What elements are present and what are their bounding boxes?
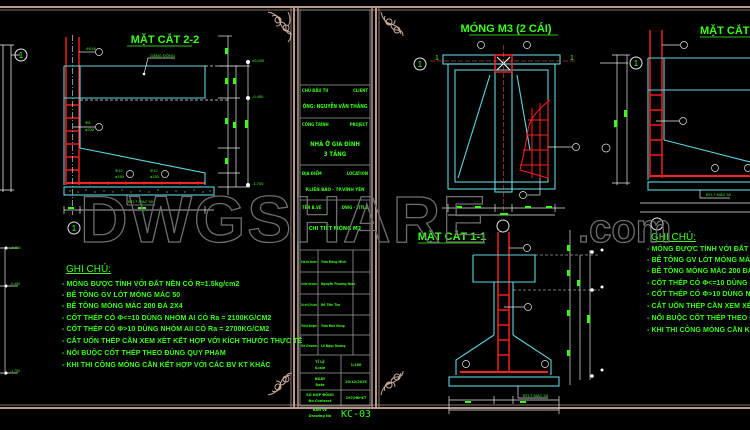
section-1-1-outline <box>448 254 560 387</box>
svg-text:BTLT MÁC 50: BTLT MÁC 50 <box>706 192 732 197</box>
project-label-en: PROJECT <box>350 122 369 127</box>
note-line: - CỐT THÉP CÓ Φ>10 DÙNG NHÓM AII CÓ Ra =… <box>62 323 269 333</box>
notes-title: GHI CHÚ: <box>66 262 111 275</box>
section-2-2-title: MẶT CẮT 2-2 <box>131 33 199 46</box>
staff-role: Chủ trì KS Pr.Archi <box>301 303 317 307</box>
sheet-frames <box>0 6 750 409</box>
location-label-en: LOCATION <box>347 171 368 176</box>
note-line: - MÓNG ĐƯỢC TÍNH VỚI ĐẤT NỀN CÓ R=1.5kg/… <box>62 278 239 288</box>
note-line: - MÓNG ĐƯỢC TÍNH VỚI ĐẤT NỀN CÓ R=1.5kg/… <box>647 243 750 253</box>
location-label-vn: ĐỊA ĐIỂM <box>302 171 322 176</box>
section-marker-right: 1 <box>570 55 574 62</box>
svg-text:Φ6: Φ6 <box>85 120 91 125</box>
left-sheet: 1 MẶT CẮT 2-2 <box>0 33 303 375</box>
svg-text:-1.700: -1.700 <box>10 369 20 373</box>
note-line: - CỐT THÉP CÓ Φ<=10 DÙNG NHÓM AI CÓ Ra =… <box>647 277 750 287</box>
elevation-mid: -0.450 <box>252 94 264 99</box>
client-label-en: CLIENT <box>353 88 368 93</box>
plan-title: MÓNG M3 (2 CÁI) <box>460 22 551 35</box>
staff-role: Giám đốc Director <box>301 260 317 264</box>
note-line: - NỐI BUỘC CỐT THÉP THEO ĐÚNG QUY PHẠM <box>62 347 226 357</box>
scale-label-en: Scale <box>315 365 326 370</box>
drawing-no-label: BẢN VẼ <box>313 407 328 412</box>
svg-text:Φ12: Φ12 <box>150 168 158 173</box>
note-line: - CẮT UỐN THÉP CẦN XEM XÉT KẾT HỢP VỚI K… <box>62 335 303 345</box>
staff-name: Đỗ Tiến Thu <box>321 302 340 307</box>
svg-text:4Φ16: 4Φ16 <box>86 46 97 51</box>
staff-role: Vẽ Drawn <box>301 344 317 348</box>
client-label-vn: CHỦ ĐẦU TƯ <box>302 88 329 93</box>
svg-text:a150: a150 <box>150 174 160 179</box>
note-line: - CẮT UỐN THÉP CẦN XEM XÉT KẾT HỢP VỚI K… <box>647 300 750 310</box>
svg-text:-0.450: -0.450 <box>10 282 20 286</box>
note-line: - KHI THI CÔNG MÓNG CẦN KẾT HỢP VỚI CÁC … <box>62 359 271 369</box>
dwg-title-label-vn: TÊN B.VẼ <box>302 205 322 210</box>
ornament-corner-icons <box>267 11 404 396</box>
staff-name: Lê Ngọc Dương <box>321 344 345 348</box>
note-line: - CỐT THÉP CÓ Φ<=10 DÙNG NHÓM AI CÓ Ra =… <box>62 312 271 322</box>
drawing-no-value: KC-03 <box>341 409 371 420</box>
scale-label: TỈ LỆ <box>315 359 325 364</box>
rebar-mesh <box>519 99 551 179</box>
note-line: - BÊ TÔNG MÓNG MÁC 200 ĐÁ 2X4 <box>647 266 750 275</box>
title-block: CHỦ ĐẦU TƯ CLIENT ÔNG: NGUYỄN VĂN THẮNG … <box>299 9 371 420</box>
elevation-bottom: -1.700 <box>252 181 264 186</box>
note-line: - BÊ TÔNG MÓNG MÁC 200 ĐÁ 2X4 <box>62 301 183 310</box>
contract-value: 197/HĐ-KT <box>346 395 367 400</box>
svg-text:Φ12: Φ12 <box>115 168 123 173</box>
footing-plan-outline <box>442 54 561 193</box>
elevation-top: ±0.000 <box>252 58 265 63</box>
svg-text:a200: a200 <box>85 127 95 132</box>
project-line1: NHÀ Ở GIA ĐÌNH <box>310 140 360 148</box>
date-label-en: Date <box>315 382 325 387</box>
client-value: ÔNG: NGUYỄN VĂN THẮNG <box>303 102 368 110</box>
note-line: - NỐI BUỘC CỐT THÉP THEO ĐÚNG QUY PHẠM <box>647 312 750 322</box>
staff-role: Chủ nhiệm Project manager <box>301 282 317 286</box>
contract-label-en: No Contract <box>309 398 332 403</box>
note-line: - KHI THI CÔNG MÓNG CẦN KẾT HỢP VỚI CÁC … <box>647 324 750 334</box>
svg-text:1: 1 <box>418 60 423 69</box>
date-value: 20/12/2015 <box>345 379 367 384</box>
note-line: - CỐT THÉP CÓ Φ>10 DÙNG NHÓM AII CÓ Ra =… <box>647 288 750 298</box>
svg-text:1: 1 <box>72 224 77 233</box>
svg-text:a150: a150 <box>115 174 125 179</box>
date-label: NGÀY <box>315 376 326 381</box>
location-value: P.LIÊN BẢO - TP.VĨNH YÊN <box>305 185 365 193</box>
staff-name: Trần Đức Hùng <box>321 324 345 328</box>
right-notes-title: GHI CHÚ: <box>651 230 696 243</box>
watermark-suffix: .com <box>578 207 671 251</box>
staff-name: Nguyễn Phương Nam <box>321 281 355 286</box>
note-line: - BÊ TÔNG GV LÓT MÓNG MÁC 50 <box>62 290 180 299</box>
concrete-hatch <box>69 189 211 193</box>
column-rebar <box>65 37 205 185</box>
svg-text:±0.000: ±0.000 <box>10 246 21 250</box>
footing-outline <box>63 65 215 196</box>
staff-name: Trần Đăng Minh <box>321 260 346 264</box>
contract-label: SỐ HỢP ĐỒNG <box>306 392 334 397</box>
section-1-1-title: MẶT CẮT 1-1 <box>418 230 486 243</box>
gang-dong-label: GẰNG ĐÔNG <box>150 53 175 58</box>
axis-marker-icon <box>14 48 28 62</box>
project-label-vn: CÔNG TRÌNH <box>302 122 329 127</box>
dwg-title-value: CHI TIẾT MÓNG M2 <box>309 224 362 232</box>
note-line: - BÊ TÔNG GV LÓT MÓNG MÁC 50 <box>647 255 750 264</box>
concrete-label: BTLT MÁC 50 <box>128 199 154 204</box>
dwg-title-label-en: DWG - TITLE <box>342 205 369 210</box>
right-section-2-2-title: MẶT CẮT 2-2 <box>700 24 750 37</box>
section-1-1-concrete-label: BTLT MÁC 50 <box>523 393 549 398</box>
svg-text:1: 1 <box>634 59 639 68</box>
section-marker-left: 1 <box>435 55 439 62</box>
right-sheet: MÓNG M3 (2 CÁI) 1 <box>413 22 750 414</box>
axis-marker-label: 1 <box>19 51 24 60</box>
watermark: DWGSHARE .com <box>79 181 672 256</box>
drawing-no-label-en: Drawing No <box>309 413 332 418</box>
scale-value: 1/100 <box>351 362 362 367</box>
project-line2: 3 TẦNG <box>324 149 347 158</box>
staff-role: Thiết kế Designer <box>301 324 317 328</box>
watermark-main: DWGSHARE <box>80 182 488 256</box>
